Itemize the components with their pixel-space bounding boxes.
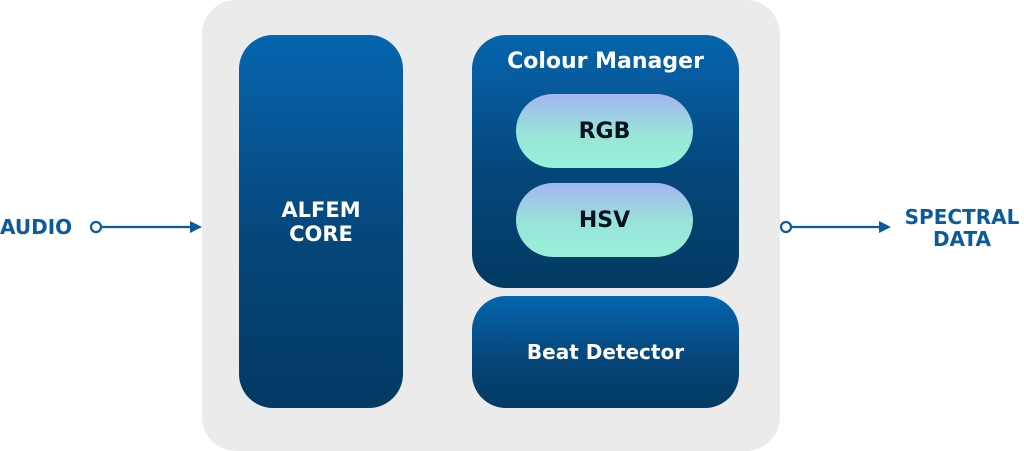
spectral-data-output-label: SPECTRAL DATA <box>900 206 1024 250</box>
output-arrowhead-icon <box>879 221 891 233</box>
input-port-circle <box>89 220 103 234</box>
alfem-core-label-line2: CORE <box>289 221 353 246</box>
audio-input-label: AUDIO <box>0 215 73 239</box>
alfem-core-label: ALFEM CORE <box>271 198 371 246</box>
spectral-data-label-line1: SPECTRAL <box>904 205 1020 229</box>
alfem-core-label-line1: ALFEM <box>281 197 361 222</box>
hsv-pill: HSV <box>516 183 693 257</box>
input-arrowhead-icon <box>190 221 202 233</box>
output-port-circle <box>779 220 793 234</box>
spectral-data-label-line2: DATA <box>932 227 992 251</box>
beat-detector-label: Beat Detector <box>526 340 685 364</box>
output-arrow <box>779 220 891 234</box>
alfem-core-block: ALFEM CORE <box>239 35 403 408</box>
rgb-pill: RGB <box>516 94 693 168</box>
beat-detector-block: Beat Detector <box>472 296 739 408</box>
colour-manager-title: Colour Manager <box>507 49 704 74</box>
input-arrow <box>89 220 202 234</box>
